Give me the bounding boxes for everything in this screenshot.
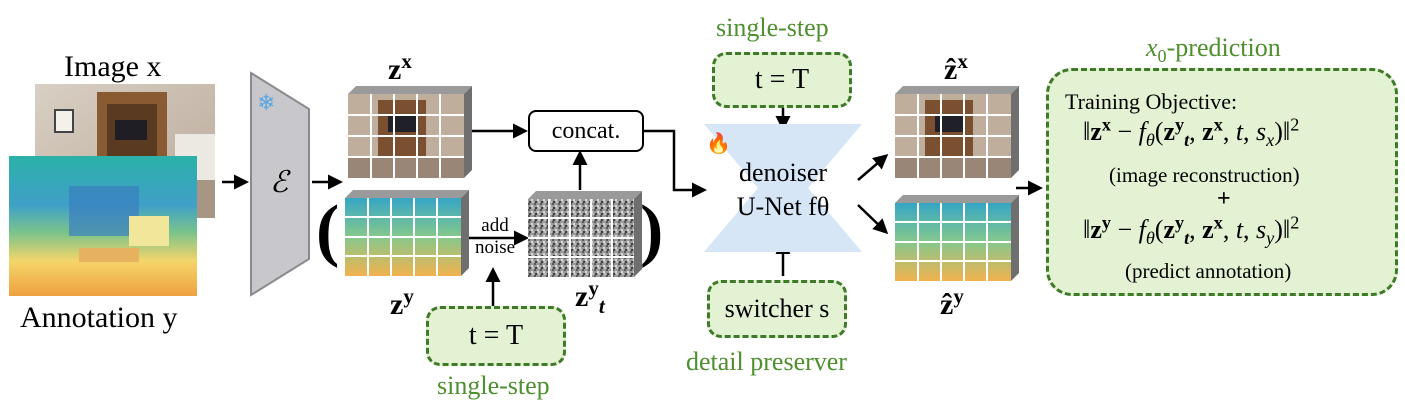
zx-latent-cube xyxy=(348,86,472,178)
objective-title: Training Objective: xyxy=(1065,89,1238,114)
objective-eq2-note: (predict annotation) xyxy=(1125,259,1292,283)
x0-prediction-caption: x0-prediction xyxy=(1146,33,1281,67)
objective-eq1-note: (image reconstruction) xyxy=(1109,163,1300,187)
switcher-caption: detail preserver xyxy=(686,347,847,376)
unet-hourglass xyxy=(704,124,862,252)
arrow-denoiser-to-zx-hat xyxy=(857,154,889,181)
switcher-box: switcher s xyxy=(707,280,847,338)
snowflake-icon: ❄ xyxy=(257,90,276,115)
arrow-concat-to-denoiser xyxy=(644,129,707,198)
bottom-timestep-caption: single-step xyxy=(437,371,550,400)
left-paren: ( xyxy=(316,192,340,269)
fire-icon: 🔥 xyxy=(706,133,731,155)
annotation-y-label: Annotation y xyxy=(20,301,178,334)
zy-label: zy xyxy=(390,284,414,321)
zty-label: zyt xyxy=(575,276,605,318)
concat-box: concat. xyxy=(528,110,644,152)
encoder-trapezoid xyxy=(250,71,310,297)
top-timestep-box: t = T xyxy=(712,52,852,108)
top-timestep-caption: single-step xyxy=(716,13,829,42)
zy-hat-label: ẑy xyxy=(940,284,964,321)
zx-hat-cube xyxy=(895,86,1019,178)
zx-hat-label: ẑx xyxy=(944,49,968,86)
encoder-symbol: ℰ xyxy=(270,166,289,199)
arrow-denoiser-to-zy-hat xyxy=(857,204,889,235)
bottom-timestep-box: t = T xyxy=(426,306,566,366)
objective-eq1: ‖zx − fθ(zyt, zx, t, sx)‖2 xyxy=(1083,114,1300,151)
zty-noisy-cube xyxy=(528,191,642,277)
depth-annotation xyxy=(9,156,197,296)
objective-eq2: ‖zy − fθ(zyt, zx, t, sy)‖2 xyxy=(1083,212,1300,249)
zy-latent-cube xyxy=(345,190,469,276)
training-objective-box: Training Objective: ‖zx − fθ(zyt, zx, t,… xyxy=(1046,68,1398,296)
zx-label: zx xyxy=(388,49,412,86)
add-noise-text: add noise xyxy=(474,215,516,258)
right-paren: ) xyxy=(640,192,664,269)
zy-hat-cube xyxy=(895,195,1019,281)
objective-plus: + xyxy=(1217,186,1231,212)
image-x-label: Image x xyxy=(64,50,162,83)
denoiser-label: denoiser U-Net fθ xyxy=(736,158,830,221)
